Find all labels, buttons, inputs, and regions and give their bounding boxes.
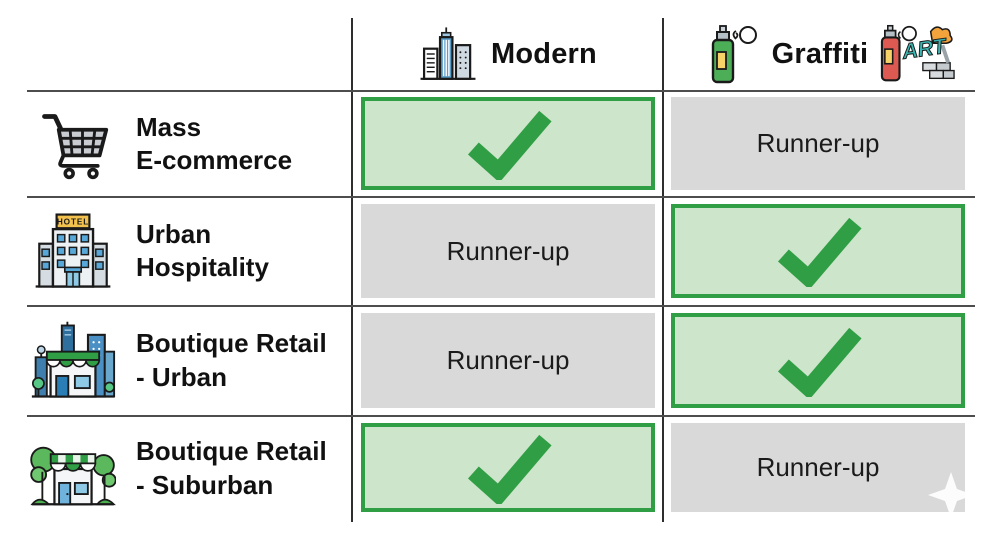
- runner-up-cell: Runner-up: [361, 313, 655, 408]
- column-header-label: Graffiti: [771, 37, 869, 70]
- urban-storefront-icon: [30, 321, 116, 401]
- row-label-line: - Urban: [136, 361, 227, 392]
- graffiti-art-icon: ART: [881, 24, 956, 82]
- row-label-text: Boutique Retail - Urban: [136, 327, 327, 393]
- runner-up-label: Runner-up: [446, 235, 570, 266]
- checkmark-icon: [467, 110, 552, 180]
- row-divider-1: [27, 90, 975, 92]
- row-label-line: E-commerce: [136, 145, 293, 175]
- row-label-text: Urban Hospitality: [136, 218, 269, 284]
- suburban-storefront-icon: [30, 430, 116, 508]
- hotel-sign-text: HOTEL: [57, 218, 89, 227]
- column-divider-1: [351, 18, 353, 522]
- row-divider-2: [27, 196, 975, 198]
- row-label-line: Boutique Retail: [136, 328, 327, 359]
- column-header-label: Modern: [491, 37, 597, 70]
- row-divider-4: [27, 415, 975, 417]
- row-label-line: Urban: [136, 218, 212, 249]
- runner-up-label: Runner-up: [756, 128, 880, 158]
- row-header-urban-hospitality: HOTEL Urban Hospitality: [30, 198, 350, 304]
- runner-up-cell: Runner-up: [671, 97, 965, 190]
- graffiti-art-text: ART: [900, 34, 949, 64]
- shopping-cart-icon: [30, 106, 116, 182]
- runner-up-label: Runner-up: [756, 452, 880, 482]
- checkmark-icon: [777, 327, 862, 397]
- city-buildings-icon: [420, 27, 476, 80]
- row-divider-3: [27, 305, 975, 307]
- runner-up-label: Runner-up: [446, 345, 570, 375]
- row-label-text: Mass E-commerce: [136, 111, 292, 177]
- runner-up-cell: Runner-up: [671, 423, 965, 512]
- winner-cell: [361, 423, 655, 512]
- row-label-line: Mass: [136, 111, 202, 142]
- runner-up-cell: Runner-up: [361, 204, 655, 298]
- row-header-boutique-retail-suburban: Boutique Retail - Suburban: [30, 417, 350, 520]
- row-header-boutique-retail-urban: Boutique Retail - Urban: [30, 307, 350, 414]
- spray-can-icon: [711, 25, 757, 84]
- winner-cell: [671, 313, 965, 408]
- checkmark-icon: [467, 434, 552, 504]
- row-label-line: Hospitality: [136, 252, 269, 282]
- winner-cell: [671, 204, 965, 298]
- hotel-icon: HOTEL: [30, 211, 116, 291]
- row-label-line: - Suburban: [136, 469, 274, 500]
- column-divider-2: [662, 18, 664, 522]
- checkmark-icon: [777, 217, 862, 287]
- column-header-graffiti: Graffiti ART: [664, 18, 1000, 90]
- column-header-modern: Modern: [352, 18, 662, 90]
- row-label-text: Boutique Retail - Suburban: [136, 435, 327, 501]
- row-label-line: Boutique Retail: [136, 436, 327, 467]
- row-header-mass-ecommerce: Mass E-commerce: [30, 92, 350, 196]
- winner-cell: [361, 97, 655, 190]
